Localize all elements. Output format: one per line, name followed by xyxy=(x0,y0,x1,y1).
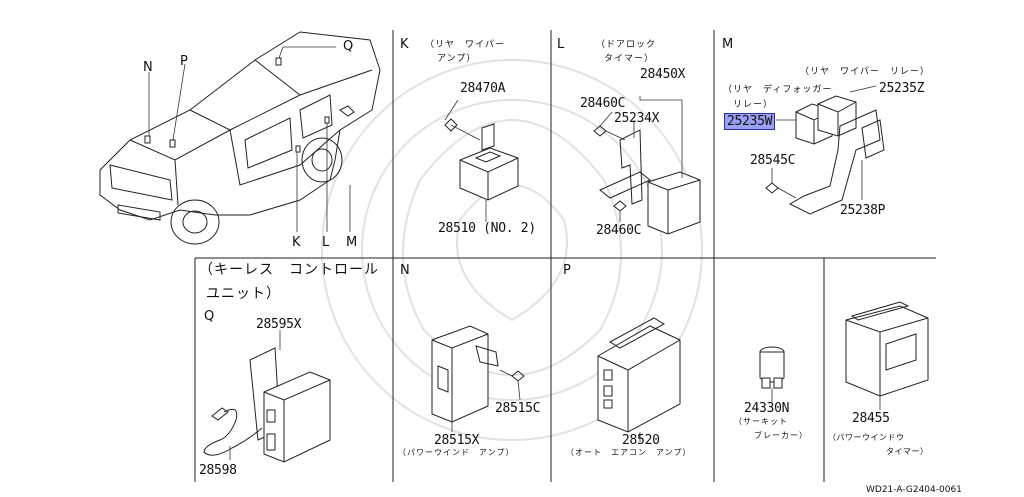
desc-auto-aircon-amp: （オート エアコン アンプ） xyxy=(566,448,692,457)
part-25238P: 25238P xyxy=(840,203,886,218)
section-m-letter: M xyxy=(722,37,734,52)
amp-n-drawing xyxy=(431,325,525,432)
part-25235Z: 25235Z xyxy=(879,81,925,96)
relay-m-drawing xyxy=(765,85,885,215)
part-28515C: 28515C xyxy=(495,401,541,416)
section-m-defogger-title-2: リレー） xyxy=(733,100,774,110)
callout-n: N xyxy=(143,60,153,75)
part-28450X: 28450X xyxy=(640,67,686,82)
diagram-code: WD21-A-G2404-0061 xyxy=(866,485,962,495)
part-24330N: 24330N xyxy=(744,401,790,416)
part-28460C-bottom: 28460C xyxy=(596,223,642,238)
section-k-title-2: アンプ） xyxy=(437,54,477,64)
section-m-relay-title: （リヤ ワイパー リレー） xyxy=(800,67,930,77)
part-28598: 28598 xyxy=(199,463,237,478)
part-28470A: 28470A xyxy=(460,81,506,96)
vehicle-illustration xyxy=(99,31,381,245)
section-q-letter: Q xyxy=(204,309,215,324)
section-l-title-1: （ドアロック xyxy=(596,40,657,50)
watermark xyxy=(321,59,703,441)
callout-p: P xyxy=(180,54,188,69)
section-k-title-1: （リヤ ワイパー xyxy=(425,40,505,50)
circuit-breaker-drawing xyxy=(759,346,785,402)
desc-circuit-breaker-2: ブレーカー） xyxy=(754,431,808,440)
section-k-letter: K xyxy=(400,37,409,52)
part-28455: 28455 xyxy=(852,411,890,426)
section-q-title-1: （キーレス コントロール xyxy=(199,262,379,278)
section-n-letter: N xyxy=(400,263,410,278)
part-28460C-top: 28460C xyxy=(580,96,626,111)
section-m-defogger-title-1: （リヤ ディフォッガー xyxy=(723,85,833,95)
section-q-title-2: ユニット） xyxy=(206,286,281,302)
part-25235W-highlighted[interactable]: 25235W xyxy=(724,113,776,130)
aircon-amp-p-drawing xyxy=(597,317,681,442)
pw-timer-drawing xyxy=(845,301,929,410)
keyless-unit-q-drawing xyxy=(203,330,331,463)
part-25234X: 25234X xyxy=(614,111,660,126)
section-l-title-2: タイマー） xyxy=(604,54,655,64)
part-28520: 28520 xyxy=(622,433,660,448)
desc-power-window-amp: （パワーウインド アンプ） xyxy=(398,448,515,457)
callout-l: L xyxy=(322,235,330,250)
callout-q: Q xyxy=(343,39,354,54)
amp-k-drawing xyxy=(444,99,519,222)
part-28510: 28510 (NO. 2) xyxy=(438,221,536,236)
section-p-letter: P xyxy=(563,263,571,278)
part-28515X: 28515X xyxy=(434,433,480,448)
desc-pw-timer-1: （パワーウインドウ xyxy=(828,433,905,442)
grid-lines xyxy=(194,30,936,482)
callout-k: K xyxy=(292,235,301,250)
desc-circuit-breaker-1: （サーキット xyxy=(734,417,788,426)
part-28545C: 28545C xyxy=(750,153,796,168)
callout-m: M xyxy=(346,235,358,250)
timer-l-drawing xyxy=(593,96,701,235)
section-l-letter: L xyxy=(557,37,565,52)
desc-pw-timer-2: タイマー） xyxy=(886,447,929,456)
part-28595X: 28595X xyxy=(256,317,302,332)
